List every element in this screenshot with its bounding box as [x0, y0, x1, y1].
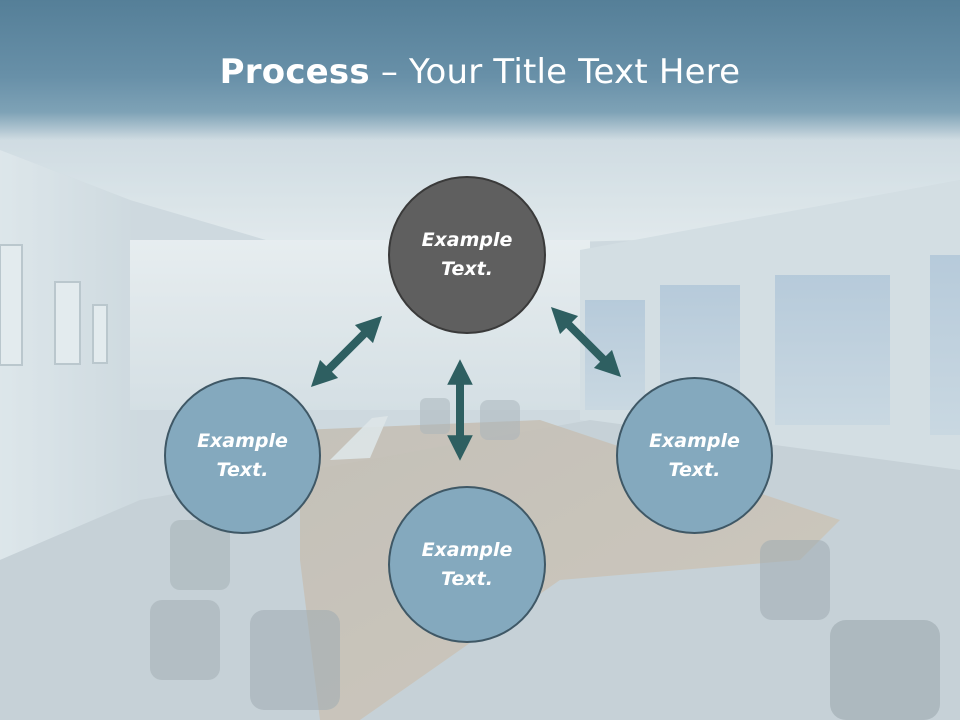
node-top[interactable]: Example Text. — [388, 176, 546, 334]
node-right[interactable]: Example Text. — [616, 377, 773, 534]
title-band — [0, 0, 960, 140]
bg-window-3 — [775, 275, 890, 425]
bg-window-4 — [930, 255, 960, 435]
node-bottom-label: Example Text. — [412, 536, 522, 594]
bg-chair-4 — [760, 540, 830, 620]
node-left-line1: Example — [197, 429, 288, 452]
bg-laptop — [330, 416, 388, 460]
title-rest: Your Title Text Here — [409, 52, 741, 92]
node-top-line1: Example — [421, 229, 513, 251]
title-bold: Process — [219, 52, 370, 92]
arrow-top-left — [310, 315, 383, 388]
node-left-label: Example Text. — [188, 427, 298, 485]
bg-chair-7 — [420, 398, 450, 434]
arrow-top-right — [550, 306, 622, 378]
node-bottom-line1: Example — [421, 538, 513, 561]
slide-title: Process – Your Title Text Here — [0, 52, 960, 92]
bg-frame-2 — [54, 281, 81, 365]
bg-chair-2 — [150, 600, 220, 680]
bg-chair-3 — [250, 610, 340, 710]
bg-frame-3 — [92, 304, 108, 364]
node-right-line2: Text. — [668, 458, 721, 481]
node-right-line1: Example — [649, 429, 740, 452]
node-right-label: Example Text. — [640, 427, 750, 485]
node-bottom-line2: Text. — [441, 567, 493, 590]
node-bottom[interactable]: Example Text. — [388, 486, 546, 643]
node-left[interactable]: Example Text. — [164, 377, 321, 534]
bg-frame-1 — [0, 244, 23, 366]
bg-chair-6 — [480, 400, 520, 440]
bg-chair-1 — [170, 520, 230, 590]
node-top-label: Example Text. — [412, 226, 522, 284]
title-dash: – — [369, 52, 410, 92]
node-top-line2: Text. — [441, 258, 493, 280]
bg-chair-5 — [830, 620, 940, 720]
node-left-line2: Text. — [216, 458, 269, 481]
